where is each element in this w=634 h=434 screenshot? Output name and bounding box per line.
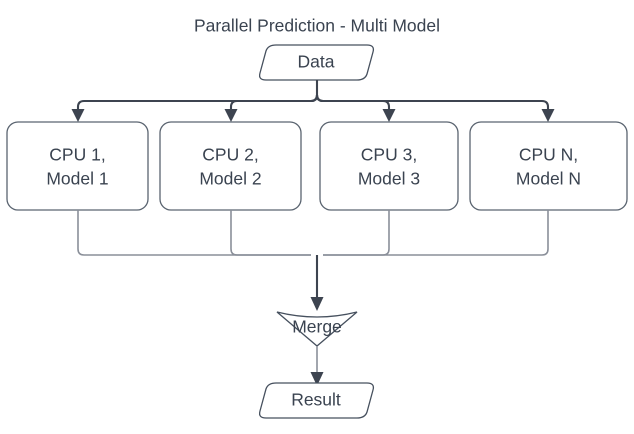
cpun-label-line2: Model N: [516, 169, 581, 189]
result-node-shape: [258, 382, 375, 419]
edge-data-to-cpu3: [315, 94, 391, 114]
edge-data-to-cpu1: [76, 94, 319, 114]
arrowhead-cpu3: [382, 109, 396, 122]
node-cpu-1[interactable]: CPU 1, Model 1: [6, 121, 149, 211]
result-node-label: Result: [291, 390, 341, 410]
merge-node-label: Merge: [292, 317, 342, 337]
edge-cpu2-to-merge: [230, 210, 311, 256]
merge-node-shape: [276, 311, 358, 347]
cpu1-label-line1: CPU 1,: [49, 145, 105, 165]
data-node-label: Data: [298, 52, 335, 72]
page-title: Parallel Prediction - Multi Model: [194, 16, 440, 36]
cpu1-box-shape: [6, 121, 149, 211]
cpun-label-line1: CPU N,: [519, 145, 578, 165]
arrowhead-merge: [310, 297, 324, 311]
cpu1-label-line2: Model 1: [46, 169, 108, 189]
cpu3-label-line2: Model 3: [358, 169, 420, 189]
cpu3-box-shape: [319, 121, 459, 211]
arrowhead-cpu4: [541, 109, 555, 122]
cpun-box-shape: [469, 121, 628, 211]
node-result[interactable]: Result: [258, 382, 375, 419]
cpu3-label-line1: CPU 3,: [361, 145, 417, 165]
edge-data-to-cpu4: [315, 94, 550, 114]
cpu2-label-line1: CPU 2,: [202, 145, 258, 165]
edge-data-to-cpu2: [229, 94, 319, 114]
edge-cpu1-to-merge: [77, 210, 311, 256]
edge-cpu3-to-merge: [323, 210, 390, 256]
cpu2-box-shape: [159, 121, 302, 211]
edge-cpun-to-merge: [323, 210, 549, 256]
arrowhead-cpu2: [224, 109, 238, 122]
node-merge[interactable]: Merge: [276, 311, 358, 347]
node-data[interactable]: Data: [258, 44, 375, 81]
arrowhead-result: [310, 372, 324, 386]
data-node-shape: [258, 44, 375, 81]
cpu2-label-line2: Model 2: [199, 169, 261, 189]
node-cpu-3[interactable]: CPU 3, Model 3: [319, 121, 459, 211]
arrowhead-cpu1: [71, 109, 85, 122]
node-cpu-n[interactable]: CPU N, Model N: [469, 121, 628, 211]
node-cpu-2[interactable]: CPU 2, Model 2: [159, 121, 302, 211]
